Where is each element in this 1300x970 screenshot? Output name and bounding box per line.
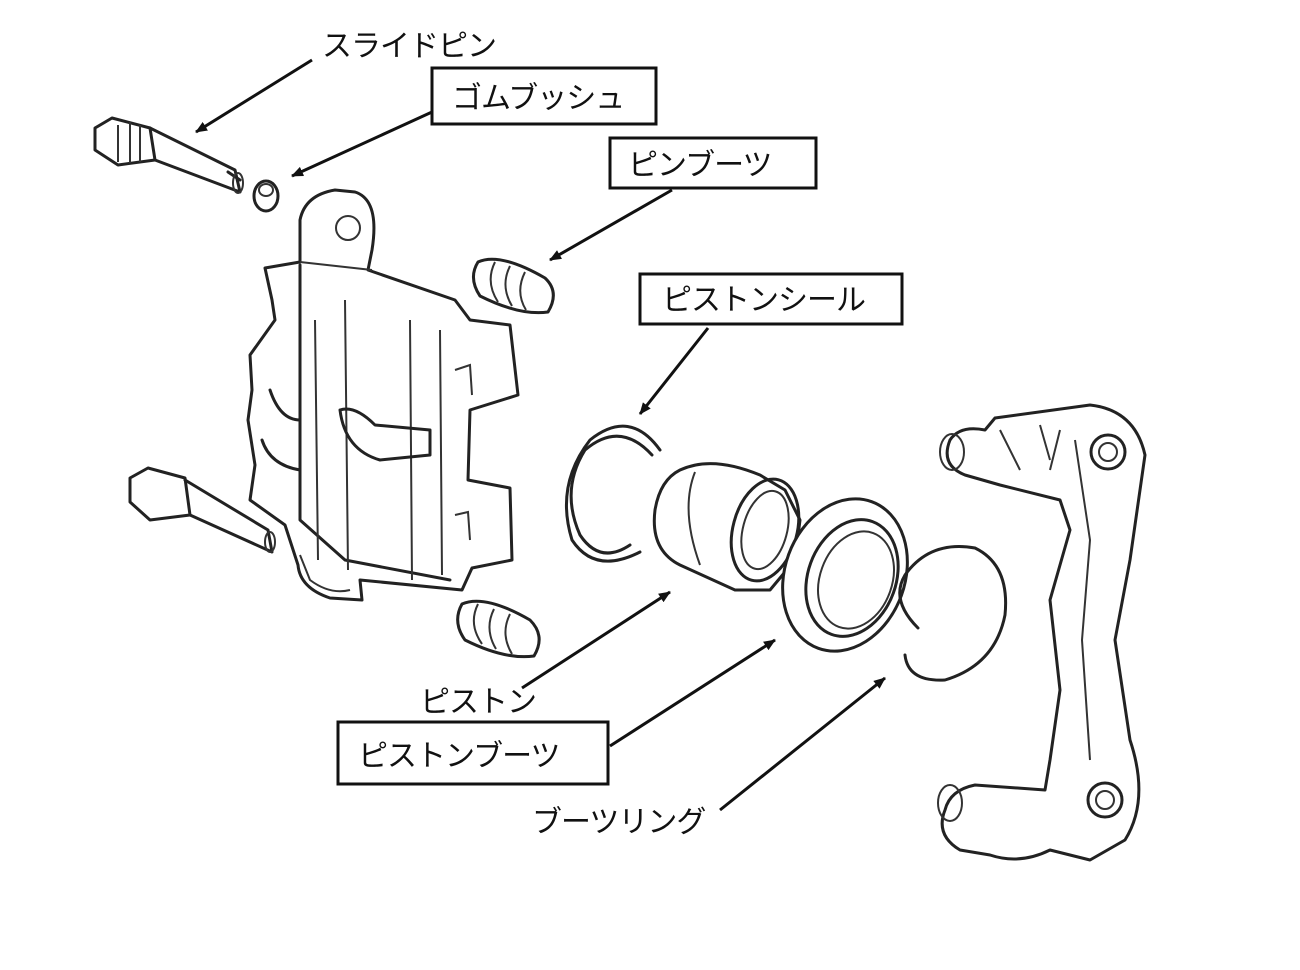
piston-boot-label-box <box>336 720 610 786</box>
torque-plate <box>937 403 1147 862</box>
leader-rubber-bush <box>291 110 433 178</box>
rubber-bush <box>252 179 280 213</box>
piston-seal-label-box <box>638 272 904 326</box>
piston-boot-label: ピストンブーツ <box>358 739 560 774</box>
boot-ring-label: ブーツリング <box>532 805 705 840</box>
piston-part <box>652 462 802 592</box>
slide-pin-label: スライドピン <box>322 29 496 64</box>
slide-pin-lower <box>128 466 276 554</box>
leader-boot-ring <box>719 676 886 812</box>
piston-boot-part <box>781 497 909 653</box>
leader-pin-boot <box>549 188 673 262</box>
pin-boot-upper <box>472 257 555 315</box>
boot-ring-part <box>898 545 1008 682</box>
rubber-bush-label-box <box>430 66 658 126</box>
pin-boot-lower <box>456 599 541 659</box>
slide-pin-upper <box>93 116 244 194</box>
piston-seal-part <box>565 424 662 563</box>
piston-seal-label: ピストンシール <box>662 283 865 318</box>
caliper-body <box>246 188 520 602</box>
leader-piston-boot <box>609 638 776 748</box>
rubber-bush-label: ゴムブッシュ <box>452 81 624 116</box>
leader-slide-pin <box>195 58 313 134</box>
leader-piston <box>521 590 671 690</box>
leader-piston-seal <box>638 327 710 415</box>
pin-boot-label: ピンブーツ <box>628 148 772 183</box>
pin-boot-label-box <box>608 136 818 190</box>
piston-label: ピストン <box>420 685 536 720</box>
